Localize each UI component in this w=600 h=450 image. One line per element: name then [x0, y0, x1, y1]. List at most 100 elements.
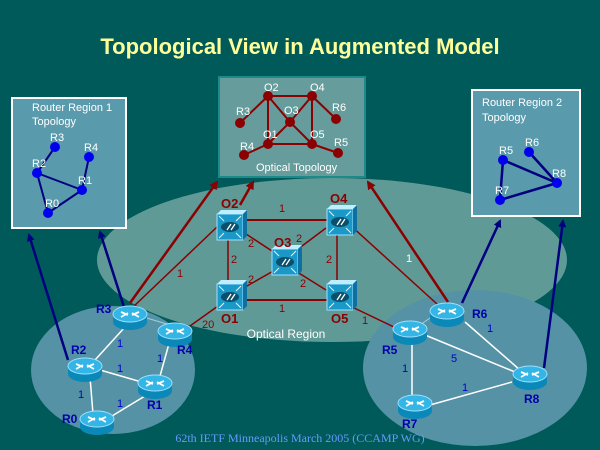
weight-o1-o5: 1	[279, 303, 285, 315]
router-r1-icon[interactable]	[137, 374, 173, 400]
link-r5-r8	[424, 334, 516, 373]
weight-r3-o2: 1	[177, 268, 183, 280]
label-o2: O2	[221, 196, 238, 211]
optical-switches: O2 O4 O3 O1 O5	[216, 191, 358, 326]
weight-r2-r1: 1	[117, 363, 123, 375]
router-links	[89, 321, 521, 417]
inset-opt-o4: O4	[310, 82, 325, 94]
label-o3: O3	[274, 235, 291, 250]
arrow-r2-to-region1-inset	[26, 233, 70, 361]
switch-o2-icon[interactable]	[216, 209, 248, 241]
weight-o2-o1: 2	[231, 254, 237, 266]
optical-weights: 1 1 2 2 2 2 2 2 1 20 1 1	[177, 203, 412, 331]
switch-o1-icon[interactable]	[216, 279, 248, 311]
label-o4: O4	[330, 191, 348, 206]
weight-r2-r0: 1	[78, 389, 84, 401]
inset-r1-r4: R4	[84, 142, 98, 154]
region2-inset-title: Router Region 2	[482, 97, 562, 109]
router-region-1-inset: Router Region 1 Topology R3 R4 R2 R1 R0	[11, 97, 127, 229]
weight-o2-o3: 2	[248, 238, 254, 250]
label-r8: R8	[524, 392, 540, 406]
link-r5-o5	[349, 305, 397, 329]
inset-opt-r3: R3	[236, 106, 250, 118]
region2-inset-subtitle: Topology	[482, 112, 527, 124]
switch-o4-icon[interactable]	[326, 204, 358, 236]
label-r6: R6	[472, 307, 488, 321]
arrow-o2-to-optical-inset	[238, 180, 255, 206]
inset-r1-r1: R1	[78, 175, 92, 187]
inset-opt-o2: O2	[264, 82, 279, 94]
inset-r1-r3: R3	[50, 132, 64, 144]
link-r4-o1	[189, 305, 219, 327]
router-r7-icon[interactable]	[397, 394, 433, 420]
switch-o5-icon[interactable]	[326, 279, 358, 311]
router-region-1-ellipse	[31, 306, 195, 434]
router-r5-icon[interactable]	[392, 320, 428, 346]
label-r7: R7	[402, 417, 418, 431]
arrow-r3-to-region1-inset	[98, 230, 126, 308]
label-r5: R5	[382, 343, 398, 357]
optical-inset-panel	[218, 76, 366, 178]
weight-o4-o5: 2	[326, 254, 332, 266]
link-r0-r1	[111, 395, 146, 417]
weight-o2-o4: 1	[279, 203, 285, 215]
weight-o4-o3: 2	[296, 233, 302, 245]
inset-r1-r2: R2	[32, 158, 46, 170]
region1-inset-panel	[11, 97, 127, 229]
label-r1: R1	[147, 398, 163, 412]
router-r3-icon[interactable]	[112, 305, 148, 331]
weight-r5-r7: 1	[402, 363, 408, 375]
weight-r5-o5: 1	[362, 315, 368, 327]
inset-opt-o5: O5	[310, 129, 325, 141]
weight-r7-r8: 1	[462, 382, 468, 394]
weight-r4-r1: 1	[157, 353, 163, 365]
link-r3-r2	[94, 326, 126, 361]
label-r3: R3	[96, 302, 112, 316]
inset-r2-r6: R6	[525, 137, 539, 149]
router-weights: 1 1 1 1 1 1 5 1 1	[78, 323, 493, 410]
link-r2-r0	[89, 376, 94, 415]
label-o1: O1	[221, 311, 238, 326]
weight-r3-r2: 1	[117, 338, 123, 350]
link-r7-r8	[429, 381, 513, 406]
inset-r1-r0: R0	[45, 198, 59, 210]
link-r3-o2	[131, 225, 219, 309]
inset-opt-r4: R4	[240, 141, 254, 153]
inset-opt-o1: O1	[263, 129, 278, 141]
arrow-r3-to-optical-inset	[128, 180, 219, 304]
slide-title: Topological View in Augmented Model	[100, 34, 500, 59]
region1-inset-title: Router Region 1	[32, 102, 112, 114]
label-r4: R4	[177, 343, 193, 357]
weight-o1-o3: 2	[248, 274, 254, 286]
weight-r4-o1: 20	[202, 319, 214, 331]
weight-r6-r8: 1	[487, 323, 493, 335]
routers: R3 R4 R2 R1 R0 R6 R5 R8 R7	[62, 302, 548, 436]
region1-inset-subtitle: Topology	[32, 116, 77, 128]
projection-arrows	[26, 180, 567, 369]
inset-opt-r6: R6	[332, 102, 346, 114]
arrow-r6-to-optical-inset	[366, 180, 450, 303]
weight-o5-o3: 2	[300, 278, 306, 290]
optical-region-label: Optical Region	[247, 327, 326, 341]
router-r2-icon[interactable]	[67, 357, 103, 383]
inset-opt-r5: R5	[334, 137, 348, 149]
label-o5: O5	[331, 311, 348, 326]
slide-footer: 62th IETF Minneapolis March 2005 (CCAMP …	[175, 431, 425, 445]
weight-r0-r1: 1	[117, 398, 123, 410]
link-r2-r1	[99, 369, 146, 384]
router-r6-icon[interactable]	[429, 302, 465, 328]
link-r6-r8	[464, 321, 521, 371]
inset-r2-r5: R5	[499, 145, 513, 157]
inset-opt-o3: O3	[284, 105, 299, 117]
arrow-r8-to-region2-inset	[542, 219, 567, 369]
weight-r5-r8: 5	[451, 353, 457, 365]
router-r8-icon[interactable]	[512, 365, 548, 391]
weight-r6-o4: 1	[406, 253, 412, 265]
optical-inset-caption: Optical Topology	[256, 162, 338, 174]
label-r0: R0	[62, 412, 78, 426]
inset-r2-r8: R8	[552, 168, 566, 180]
optical-topology-inset: O2 O4 R3 O3 R6 O1 O5 R4 R5 Optical Topol…	[218, 76, 366, 178]
link-r6-o4	[349, 224, 438, 305]
arrow-r6-to-region2-inset	[460, 219, 502, 304]
